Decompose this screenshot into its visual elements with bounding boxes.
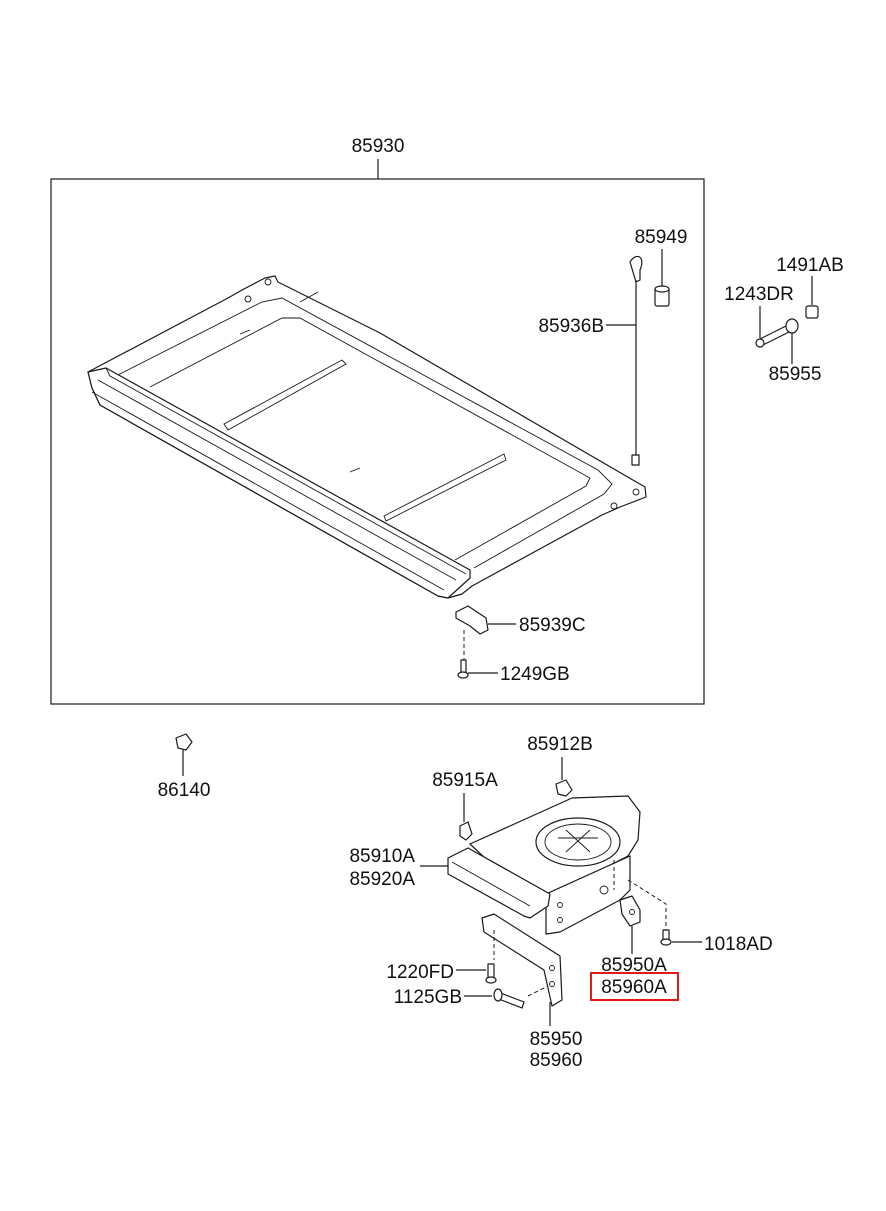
bolt-1125GB	[464, 988, 525, 1009]
label-1220FD[interactable]: 1220FD	[386, 962, 454, 983]
bolt-1220FD	[456, 963, 497, 984]
clip-86140	[175, 733, 193, 776]
clip-85939C	[455, 605, 516, 679]
bracket-85950	[481, 913, 563, 1026]
label-85915A[interactable]: 85915A	[432, 770, 498, 791]
fastener-group-85955	[755, 276, 819, 364]
nut-85915A	[459, 793, 473, 841]
label-1491AB[interactable]: 1491AB	[776, 255, 844, 276]
label-85955[interactable]: 85955	[769, 364, 822, 385]
grommet-85912B	[555, 757, 573, 797]
label-85950[interactable]: 85950	[530, 1029, 583, 1050]
screw-1018AD	[660, 929, 702, 946]
label-86140[interactable]: 86140	[158, 780, 211, 801]
label-85912B[interactable]: 85912B	[527, 734, 593, 755]
label-85960A[interactable]: 85960A	[601, 977, 667, 998]
highlight-box-85960A	[590, 972, 679, 1001]
label-85930[interactable]: 85930	[352, 136, 405, 157]
bracket-85950A	[613, 860, 667, 954]
label-85960[interactable]: 85960	[530, 1050, 583, 1071]
label-1018AD[interactable]: 1018AD	[704, 934, 773, 955]
label-1125GB[interactable]: 1125GB	[394, 987, 462, 1008]
label-85949[interactable]: 85949	[635, 227, 688, 248]
label-85939C[interactable]: 85939C	[519, 615, 586, 636]
label-85950A[interactable]: 85950A	[601, 955, 667, 976]
assembly-frame-85930	[50, 159, 705, 705]
label-85910A[interactable]: 85910A	[349, 846, 415, 867]
luggage-tray-85930	[87, 275, 647, 599]
label-1249GB[interactable]: 1249GB	[500, 664, 570, 685]
support-rod-85936B	[606, 249, 670, 466]
label-1243DR[interactable]: 1243DR	[724, 284, 794, 305]
bracket-85910A	[420, 795, 641, 935]
label-85920A[interactable]: 85920A	[349, 869, 415, 890]
label-85936B[interactable]: 85936B	[538, 316, 604, 337]
